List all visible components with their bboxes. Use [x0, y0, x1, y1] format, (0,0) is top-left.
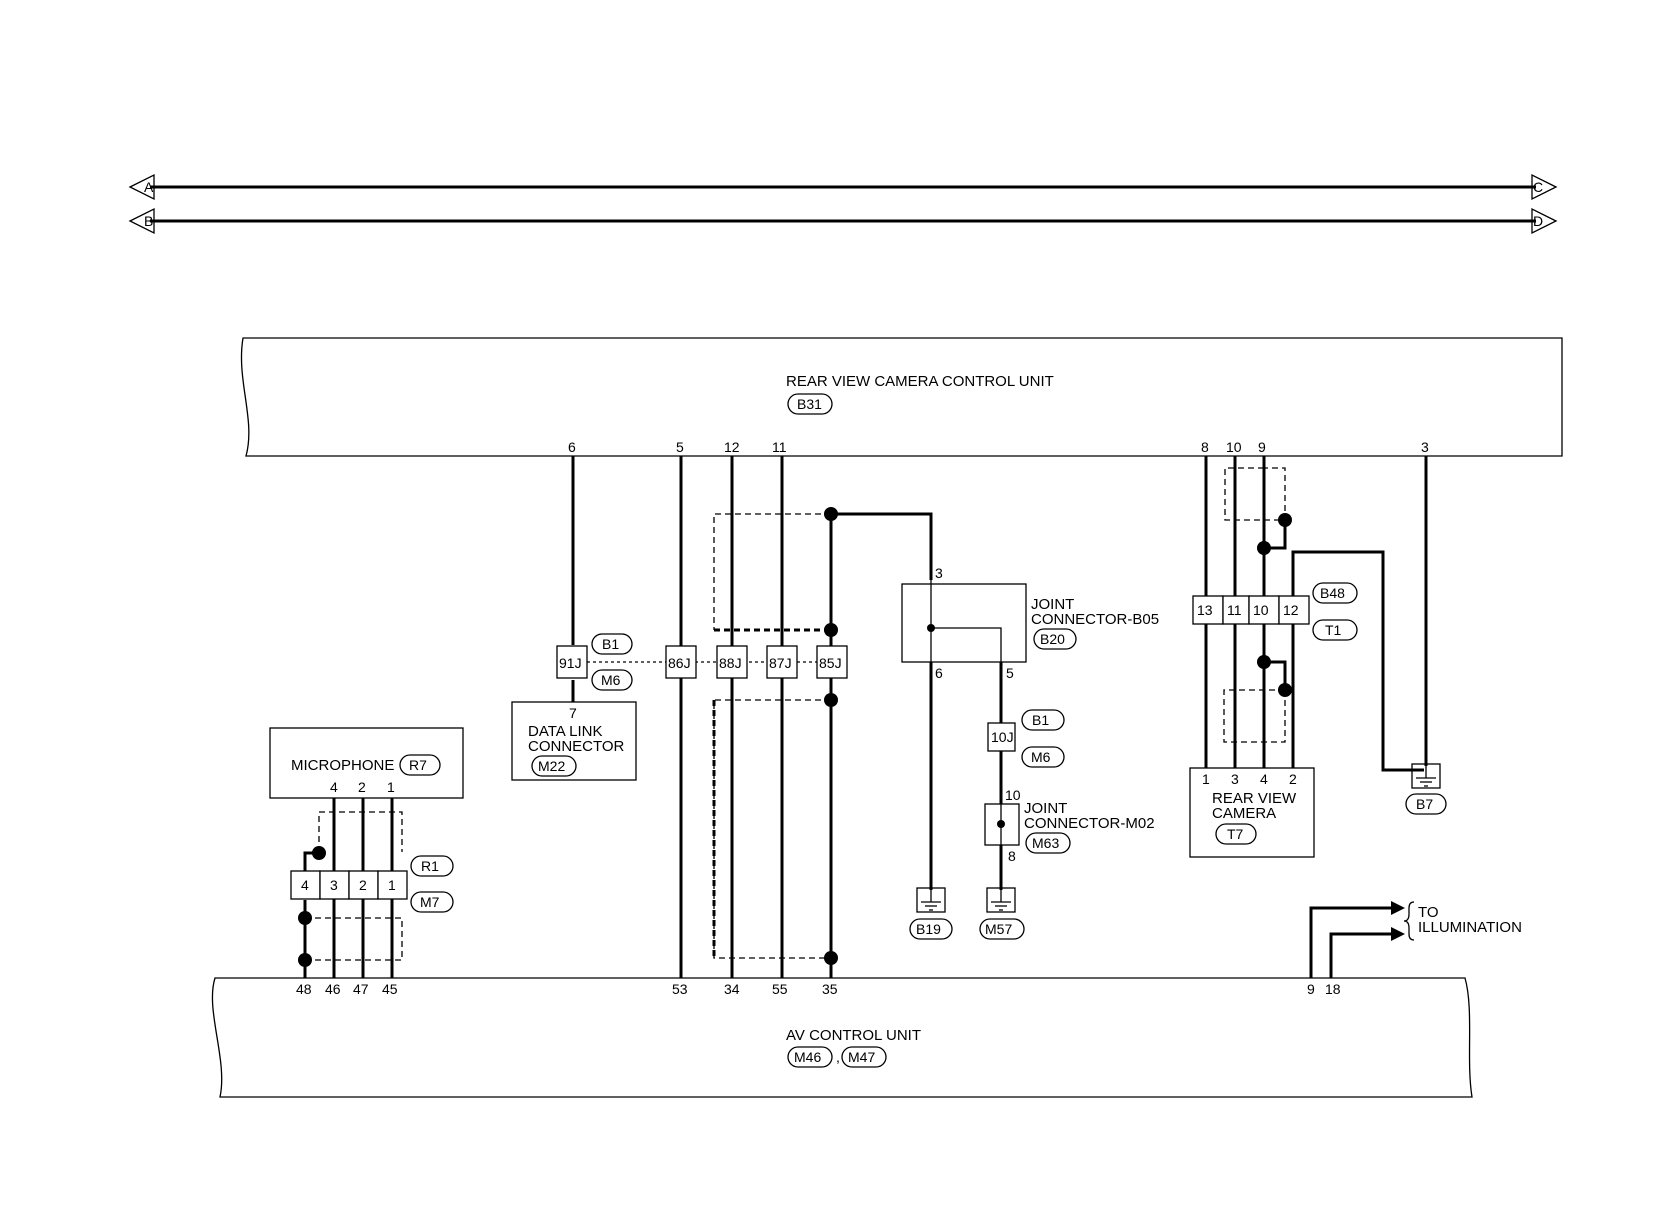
av-pin: 53: [672, 981, 688, 997]
av-pin: 34: [724, 981, 740, 997]
camera-line1: REAR VIEW: [1212, 790, 1297, 807]
microphone: MICROPHONE R7 4 2 1 4 3 2 1 R1 M7: [269, 727, 464, 978]
camera-pin: 1: [1202, 771, 1210, 787]
camera-inline-tag-t1: T1: [1325, 622, 1342, 638]
illumination-line2: ILLUMINATION: [1418, 919, 1522, 936]
ground-b19: B19: [909, 887, 953, 940]
bus-label-c: C: [1533, 179, 1543, 195]
microphone-cell: 4: [301, 877, 309, 893]
data-link-line2: CONNECTOR: [528, 738, 625, 755]
microphone-pin: 1: [387, 779, 395, 795]
av-pin: 48: [296, 981, 312, 997]
connector-10j-tag-m6: M6: [1031, 749, 1051, 765]
camera-inline-cell: 12: [1283, 602, 1299, 618]
rvc-pin: 5: [676, 439, 684, 455]
microphone-pin: 2: [358, 779, 366, 795]
camera-pin: 4: [1260, 771, 1268, 787]
rvc-pin: 11: [772, 439, 787, 455]
camera-inline-cell: 11: [1227, 602, 1242, 618]
inline-cell: 87J: [769, 655, 792, 671]
av-title: AV CONTROL UNIT: [786, 1027, 921, 1044]
connector-10j: 10J B1 M6: [987, 709, 1065, 804]
rear-view-camera-control-unit: REAR VIEW CAMERA CONTROL UNIT B31 6 5 12…: [240, 337, 1563, 457]
illumination-line1: TO: [1418, 904, 1439, 921]
av-pin: 35: [822, 981, 838, 997]
bus-label-a: A: [144, 179, 154, 195]
joint-m02-connector-tag: M63: [1032, 835, 1059, 851]
inline-cell: 91J: [559, 655, 582, 671]
microphone-pin: 4: [330, 779, 338, 795]
rear-view-camera: 1 3 4 2 REAR VIEW CAMERA T7: [1189, 767, 1315, 858]
av-pin: 46: [325, 981, 341, 997]
joint-b05-pin-top: 3: [935, 565, 943, 581]
rvc-pin: 10: [1226, 439, 1242, 455]
connector-10j-tag-b1: B1: [1032, 712, 1049, 728]
joint-b05-connector-tag: B20: [1040, 631, 1065, 647]
av-pin: 45: [382, 981, 398, 997]
microphone-tag-m7: M7: [420, 894, 440, 910]
main-wires: [571, 456, 933, 978]
data-link-connector: 7 DATA LINK CONNECTOR M22: [511, 701, 637, 781]
microphone-connector-tag: R7: [409, 757, 427, 773]
data-link-connector-tag: M22: [538, 758, 565, 774]
rvc-pin: 3: [1421, 439, 1429, 455]
joint-m02-line1: JOINT: [1024, 800, 1067, 817]
bus-lines: A B C D: [128, 173, 1558, 235]
camera-connector-tag: T7: [1227, 826, 1244, 842]
av-pin: 18: [1325, 981, 1341, 997]
bus-label-d: D: [1533, 213, 1543, 229]
rvc-connector-tag: B31: [797, 396, 822, 412]
ground-b19-tag: B19: [916, 921, 941, 937]
to-illumination: TO ILLUMINATION: [1309, 901, 1522, 978]
ground-b7-tag: B7: [1416, 796, 1433, 812]
joint-m02-line2: CONNECTOR-M02: [1024, 815, 1155, 832]
data-link-pin: 7: [569, 705, 577, 721]
microphone-cell: 1: [388, 877, 396, 893]
microphone-cell: 3: [330, 877, 338, 893]
joint-b05-pin-right: 5: [1006, 665, 1014, 681]
av-connector-tag: M47: [848, 1049, 875, 1065]
camera-inline-tag-b48: B48: [1320, 585, 1345, 601]
rvc-pin: 12: [724, 439, 740, 455]
bus-label-b: B: [144, 213, 153, 229]
camera-pin: 2: [1289, 771, 1297, 787]
ground-m57: M57: [979, 887, 1025, 940]
joint-b05-pin-left: 6: [935, 665, 943, 681]
inline-cell: 88J: [719, 655, 742, 671]
microphone-cell: 2: [359, 877, 367, 893]
camera-line2: CAMERA: [1212, 805, 1276, 822]
data-link-line1: DATA LINK: [528, 723, 602, 740]
joint-b05-line2: CONNECTOR-B05: [1031, 611, 1159, 628]
joint-connector-m02: 10 8 JOINT CONNECTOR-M02 M63: [984, 787, 1155, 890]
rvc-title: REAR VIEW CAMERA CONTROL UNIT: [786, 373, 1054, 390]
av-pin: 55: [772, 981, 788, 997]
camera-pin: 3: [1231, 771, 1239, 787]
av-pin: 47: [353, 981, 369, 997]
av-control-unit: AV CONTROL UNIT M46 , M47 48 46 47 45 53…: [211, 977, 1473, 1098]
joint-m02-pin-top: 10: [1005, 787, 1021, 803]
camera-inline-cell: 13: [1197, 602, 1213, 618]
inline-tag-b1: B1: [602, 636, 619, 652]
rvc-pin: 8: [1201, 439, 1209, 455]
microphone-title: MICROPHONE: [291, 757, 394, 774]
inline-connector-b1-m6: 91J 86J 88J 87J 85J B1 M6: [556, 633, 848, 691]
joint-m02-pin-bottom: 8: [1008, 848, 1016, 864]
camera-wiring: 13 11 10 12 B48 T1: [1192, 456, 1428, 772]
av-connector-tag: M46: [794, 1049, 821, 1065]
joint-connector-b05: 3 6 5 JOINT CONNECTOR-B05 B20: [901, 565, 1159, 890]
av-pin: 9: [1307, 981, 1315, 997]
inline-cell: 85J: [819, 655, 842, 671]
rvc-pin: 9: [1258, 439, 1266, 455]
inline-tag-m6: M6: [601, 672, 621, 688]
av-separator: ,: [836, 1049, 840, 1065]
connector-10j-cell: 10J: [991, 729, 1014, 745]
ground-b7: B7: [1405, 763, 1447, 815]
inline-cell: 86J: [668, 655, 691, 671]
camera-inline-cell: 10: [1253, 602, 1269, 618]
joint-b05-line1: JOINT: [1031, 596, 1074, 613]
rvc-pin: 6: [568, 439, 576, 455]
microphone-tag-r1: R1: [421, 858, 439, 874]
ground-m57-tag: M57: [985, 921, 1012, 937]
